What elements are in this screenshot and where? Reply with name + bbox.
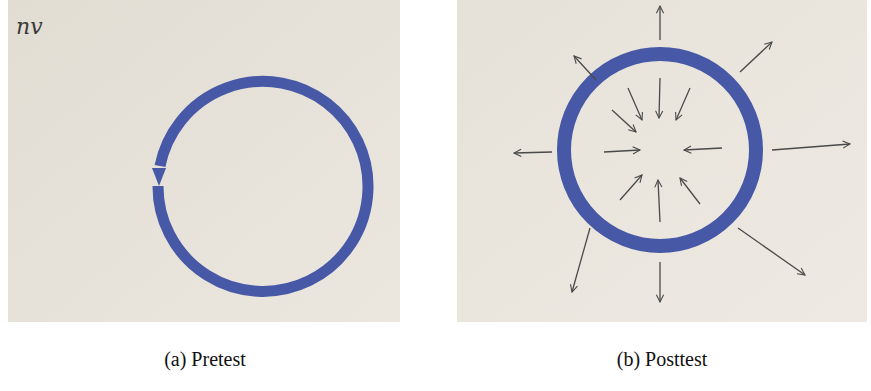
subfigure-caption: (b) Posttest bbox=[617, 348, 708, 371]
ring bbox=[564, 54, 756, 246]
subfigure-caption: (a) Pretest bbox=[164, 348, 246, 371]
posttest-photo bbox=[457, 0, 867, 322]
circular-arrow bbox=[158, 81, 368, 291]
handwritten-note: nv bbox=[16, 14, 43, 39]
arrow-head bbox=[152, 168, 166, 186]
pretest-photo bbox=[8, 0, 400, 322]
force-arrows bbox=[514, 6, 850, 302]
